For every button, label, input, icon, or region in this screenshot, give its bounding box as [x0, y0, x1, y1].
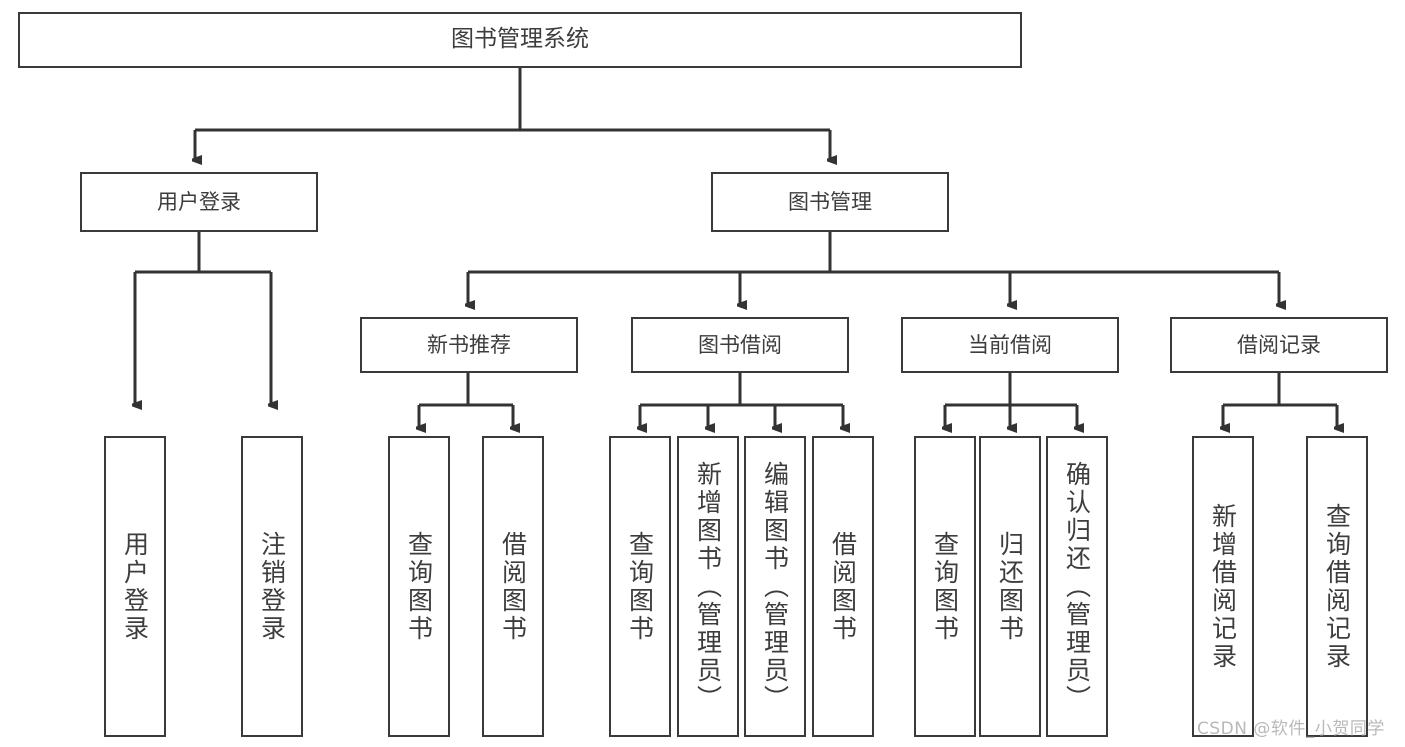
node-label: 查询图书	[930, 530, 960, 643]
node-label: 图书管理系统	[451, 26, 589, 53]
node-label: 借阅图书	[828, 530, 858, 643]
node-user-login[interactable]: 用户登录	[80, 172, 318, 232]
leaf-borrow-book-recommend[interactable]: 借阅图书	[482, 436, 544, 737]
leaf-user-login[interactable]: 用户登录	[104, 436, 166, 737]
node-label: 新增图书（管理员）	[693, 460, 723, 713]
node-label: 图书借阅	[698, 332, 782, 357]
leaf-confirm-return-admin[interactable]: 确认归还（管理员）	[1046, 436, 1108, 737]
leaf-borrow-book[interactable]: 借阅图书	[812, 436, 874, 737]
node-label: 注销登录	[257, 530, 287, 643]
leaf-add-book-admin[interactable]: 新增图书（管理员）	[677, 436, 739, 737]
node-label: 编辑图书（管理员）	[760, 460, 790, 713]
leaf-user-logout[interactable]: 注销登录	[241, 436, 303, 737]
node-label: 当前借阅	[968, 332, 1052, 357]
node-label: 用户登录	[120, 530, 150, 643]
node-label: 图书管理	[788, 189, 872, 214]
leaf-edit-book-admin[interactable]: 编辑图书（管理员）	[744, 436, 806, 737]
node-label: 借阅记录	[1237, 332, 1321, 357]
leaf-query-borrow-record[interactable]: 查询借阅记录	[1306, 436, 1368, 737]
node-borrow-record[interactable]: 借阅记录	[1170, 317, 1388, 373]
leaf-query-book-borrow[interactable]: 查询图书	[609, 436, 671, 737]
node-label: 归还图书	[995, 530, 1025, 643]
leaf-query-book-current[interactable]: 查询图书	[914, 436, 976, 737]
node-label: 用户登录	[157, 189, 241, 214]
node-current-borrow[interactable]: 当前借阅	[901, 317, 1119, 373]
leaf-return-book[interactable]: 归还图书	[979, 436, 1041, 737]
node-label: 查询图书	[404, 530, 434, 643]
node-new-book-recommend[interactable]: 新书推荐	[360, 317, 578, 373]
node-label: 借阅图书	[498, 530, 528, 643]
csdn-watermark: CSDN @软件_小贺同学	[1197, 719, 1385, 739]
node-book-borrow[interactable]: 图书借阅	[631, 317, 849, 373]
leaf-query-book-recommend[interactable]: 查询图书	[388, 436, 450, 737]
node-label: 新书推荐	[427, 332, 511, 357]
node-label: 查询借阅记录	[1322, 502, 1352, 671]
node-root-system[interactable]: 图书管理系统	[18, 12, 1022, 68]
node-book-manage[interactable]: 图书管理	[711, 172, 949, 232]
leaf-add-borrow-record[interactable]: 新增借阅记录	[1192, 436, 1254, 737]
node-label: 新增借阅记录	[1208, 502, 1238, 671]
node-label: 查询图书	[625, 530, 655, 643]
node-label: 确认归还（管理员）	[1062, 460, 1092, 713]
